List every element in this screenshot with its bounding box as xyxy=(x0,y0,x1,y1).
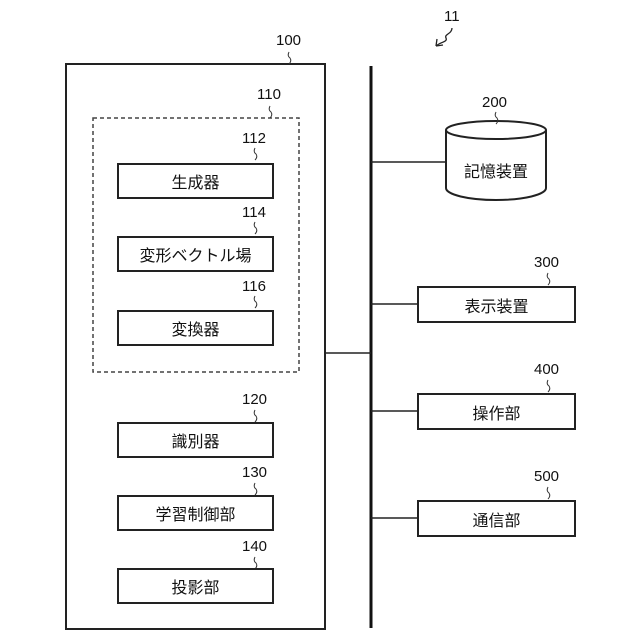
system-ref: 11 xyxy=(444,8,460,25)
block-label: 変換器 xyxy=(171,316,219,340)
block-ref: 116 xyxy=(242,278,266,295)
group-ref: 110 xyxy=(257,86,281,103)
transformer-block: 変換器 xyxy=(117,310,274,346)
block-label: 変形ベクトル場 xyxy=(139,242,251,266)
generator-block: 生成器 xyxy=(117,163,274,199)
operation-unit-block: 操作部 xyxy=(417,393,576,430)
device-100-frame xyxy=(66,64,325,629)
block-ref: 120 xyxy=(242,391,267,408)
device-ref: 100 xyxy=(276,32,301,49)
peripheral-ref: 300 xyxy=(534,254,559,271)
block-ref: 112 xyxy=(242,130,266,147)
block-ref: 114 xyxy=(242,204,266,221)
discriminator-block: 識別器 xyxy=(117,422,274,458)
communication-unit-block: 通信部 xyxy=(417,500,576,537)
block-ref: 140 xyxy=(242,538,267,555)
block-label: 生成器 xyxy=(171,169,219,193)
storage-label: 記憶装置 xyxy=(446,158,546,182)
peripheral-ref: 500 xyxy=(534,468,559,485)
block-ref: 130 xyxy=(242,464,267,481)
display-device-block: 表示装置 xyxy=(417,286,576,323)
learning-control-block: 学習制御部 xyxy=(117,495,274,531)
block-label: 識別器 xyxy=(171,428,219,452)
deformation-vector-field-block: 変形ベクトル場 xyxy=(117,236,274,272)
block-label: 学習制御部 xyxy=(155,501,235,525)
projection-block: 投影部 xyxy=(117,568,274,604)
block-label: 操作部 xyxy=(472,400,520,424)
block-label: 投影部 xyxy=(171,574,219,598)
block-label: 表示装置 xyxy=(464,293,528,317)
block-label: 通信部 xyxy=(472,507,520,531)
storage-ref: 200 xyxy=(482,94,507,111)
peripheral-ref: 400 xyxy=(534,361,559,378)
system-arrow-icon xyxy=(436,28,452,46)
